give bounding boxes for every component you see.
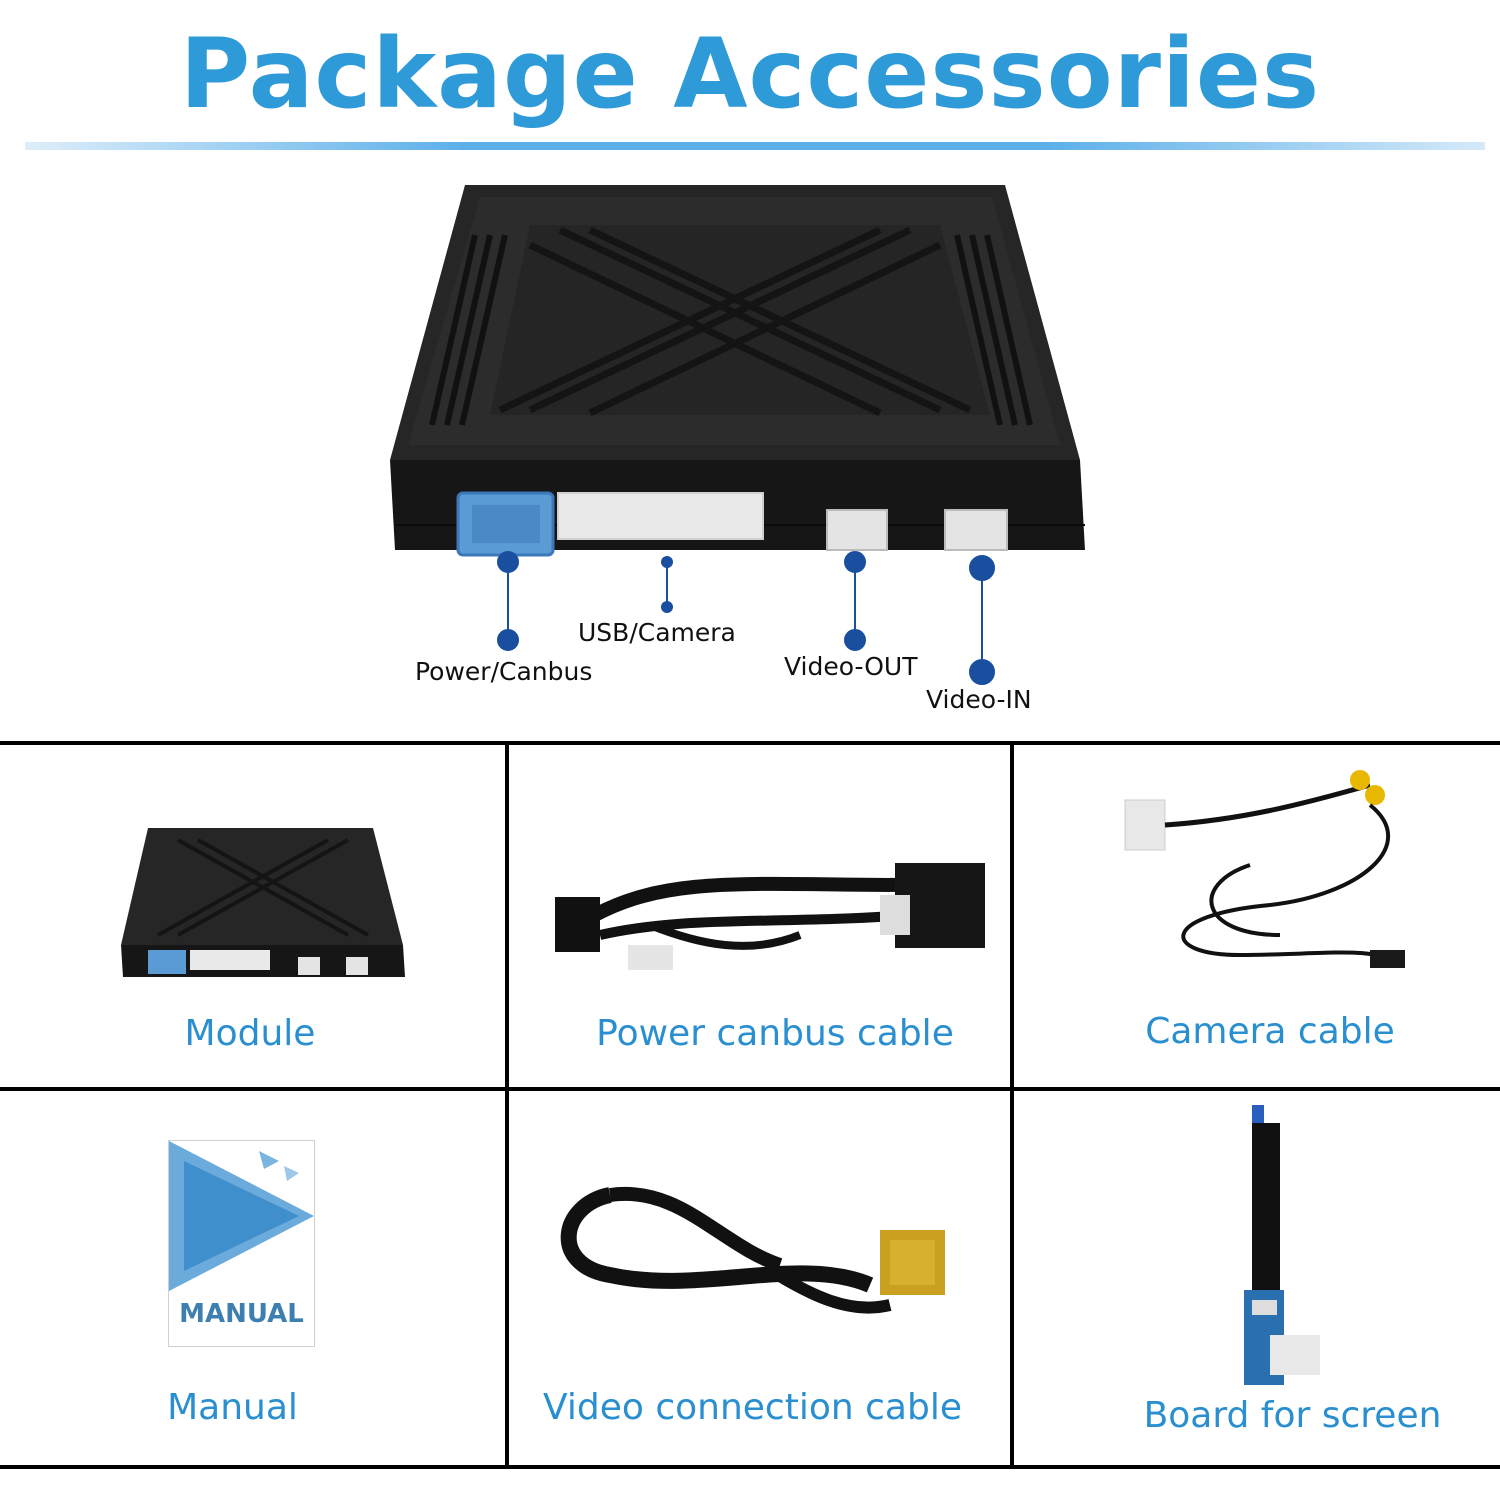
power-canbus-cable-image [555,863,985,970]
item-label-manual: Manual [167,1387,298,1428]
module-device-image [390,185,1085,557]
item-label-camera-cable: Camera cable [1145,1011,1395,1052]
port-label-video-in: Video-IN [926,685,1032,714]
manual-booklet-image: MANUAL [168,1140,315,1347]
port-callouts [497,551,995,685]
grid-divider-left [505,741,509,1469]
item-label-board-for-screen: Board for screen [1143,1395,1442,1436]
port-label-video-out: Video-OUT [784,652,918,681]
manual-play-icon [169,1141,314,1291]
grid-middle-line [0,1087,1500,1091]
manual-badge-text: MANUAL [179,1299,304,1329]
item-label-module: Module [184,1013,316,1054]
port-label-usb-camera: USB/Camera [578,618,736,647]
port-label-power-canbus: Power/Canbus [415,657,593,686]
page-title: Package Accessories [179,18,1321,130]
board-for-screen-image [1244,1105,1320,1385]
title-underline [25,142,1485,150]
camera-cable-image [1124,770,1405,968]
video-connection-cable-image [560,1186,945,1314]
item-label-power-canbus-cable: Power canbus cable [596,1013,954,1054]
grid-top-line [0,741,1500,745]
module-image [121,828,405,977]
item-label-video-connection-cable: Video connection cable [543,1387,962,1428]
grid-bottom-line [0,1465,1500,1469]
grid-divider-right [1010,741,1014,1469]
